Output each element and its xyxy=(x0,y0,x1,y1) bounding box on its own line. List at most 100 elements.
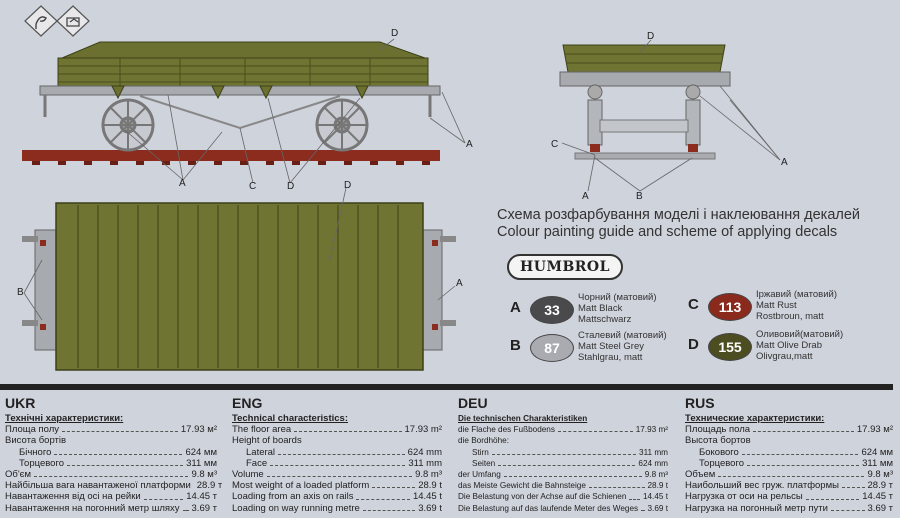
paint-swatch: 155 xyxy=(708,333,752,361)
spec-label: Навантаження на погонний метр шляху xyxy=(5,502,180,514)
spec-label: Нагрузка от оси на рельсы xyxy=(685,491,803,503)
spec-value: 311 mm xyxy=(408,457,442,469)
spec-row: The floor area 17.93 m² xyxy=(232,424,442,435)
spec-value: 3.69 t xyxy=(647,503,669,513)
spec-label: die Flache des Fußbodens xyxy=(458,425,555,435)
paint-name-eng: Matt Black xyxy=(578,303,623,314)
paint-name-deu: Olivgrau,matt xyxy=(756,351,813,362)
spec-value: 624 mm xyxy=(407,446,442,458)
callout-b-top: B xyxy=(17,287,24,298)
spec-leader xyxy=(270,458,406,467)
callout-a-top: A xyxy=(456,278,463,289)
guide-title-eng: Colour painting guide and scheme of appl… xyxy=(497,224,838,240)
spec-leader xyxy=(266,469,413,478)
spec-label: Seiten xyxy=(472,458,496,468)
spec-value: 17.93 m² xyxy=(635,425,668,435)
spec-row: Объем 9.8 м³ xyxy=(685,469,893,480)
specs-heading: Технічні характеристики: xyxy=(5,413,124,424)
spec-value: 14.45 т xyxy=(186,491,217,503)
spec-label: Face xyxy=(246,457,268,469)
paint-name-ukr: Сталевий (матовий) xyxy=(578,330,667,341)
spec-value: 17.93 м² xyxy=(180,424,217,436)
spec-label: Бічного xyxy=(19,446,52,458)
paint-name-deu: Rostbroun, matt xyxy=(756,311,824,322)
guide-title-ukr: Схема розфарбування моделі і наклеювання… xyxy=(497,207,861,223)
paint-name-eng: Matt Steel Grey xyxy=(578,341,644,352)
spec-leader xyxy=(62,424,178,433)
spec-leader xyxy=(34,469,189,478)
spec-value: 624 мм xyxy=(185,446,217,458)
spec-label: Объем xyxy=(685,469,716,481)
painting-diagram xyxy=(22,5,781,371)
wagon-side-view xyxy=(22,41,441,165)
spec-leader xyxy=(294,424,402,433)
spec-leader xyxy=(498,458,636,467)
bend-symbol-icon xyxy=(56,5,90,37)
callout-d-side: D xyxy=(391,28,399,39)
wagon-end-view xyxy=(559,44,731,160)
spec-label: das Meiste Gewicht die Bahnsteige xyxy=(458,481,586,491)
spec-value: 17.93 m² xyxy=(404,424,443,436)
paint-swatch: 87 xyxy=(530,334,574,362)
spec-label: der Umfang xyxy=(458,470,501,480)
spec-row: Площа полу 17.93 м² xyxy=(5,424,217,435)
spec-row: Loading on way running metre 3.69 t xyxy=(232,503,442,514)
lang-heading: DEU xyxy=(458,395,488,411)
spec-leader xyxy=(67,458,184,467)
spec-row: Торцевого 311 мм xyxy=(685,458,893,469)
spec-label: Высота бортов xyxy=(685,435,751,447)
spec-leader xyxy=(372,480,416,489)
spec-label: Торцевого xyxy=(699,457,745,469)
spec-label: Площадь пола xyxy=(685,424,751,436)
specs-heading: Технические характеристики: xyxy=(685,413,825,424)
paint-letter: B xyxy=(510,337,521,354)
spec-label: Height of boards xyxy=(232,435,302,447)
spec-value: 624 mm xyxy=(638,458,668,468)
spec-row: Height of boards xyxy=(232,435,442,446)
spec-value: 14.45 t xyxy=(412,491,442,503)
callout-c-side: C xyxy=(249,181,257,192)
spec-label: Висота бортів xyxy=(5,435,67,447)
spec-label: Loading from an axis on rails xyxy=(232,491,354,503)
spec-label: Lateral xyxy=(246,446,276,458)
spec-label: Die Belastung auf das laufende Meter des… xyxy=(458,503,639,513)
specs-ukr: UKR Технічні характеристики: Площа полу 1… xyxy=(5,395,222,514)
specs-rows: die Flache des Fußbodens 17.93 m² die Bord… xyxy=(458,424,668,514)
specs-deu: DEU Die technischen Charakteristiken die… xyxy=(458,396,668,514)
spec-leader xyxy=(741,447,859,455)
spec-label: die Bordhöhe: xyxy=(458,436,509,446)
spec-row: die Bordhöhe: xyxy=(458,435,668,446)
paint-names: Іржавий (матовий) Matt Rust Rostbroun, m… xyxy=(756,289,837,322)
spec-leader xyxy=(557,424,633,433)
spec-value: 3.69 т xyxy=(867,502,893,514)
callout-a-side: A xyxy=(179,178,186,189)
spec-label: Loading on way running metre xyxy=(232,502,360,514)
spec-row: Lateral 624 mm xyxy=(232,447,442,458)
spec-row: Loading from an axis on rails 14.45 t xyxy=(232,491,442,502)
spec-value: 28.9 т xyxy=(867,480,893,492)
spec-value: 9.8 м³ xyxy=(867,469,893,481)
paint-letter: C xyxy=(688,296,699,313)
spec-row: Die Belastung auf das laufende Meter des… xyxy=(458,503,668,514)
symbol-icons xyxy=(24,5,90,37)
spec-value: 311 мм xyxy=(862,457,893,469)
guide-title: Схема розфарбування моделі і наклеювання… xyxy=(497,207,860,241)
spec-label: Площа полу xyxy=(5,424,60,436)
spec-row: Высота бортов xyxy=(685,435,893,446)
lang-heading: RUS xyxy=(685,395,715,411)
spec-label: Об'єм xyxy=(5,469,32,481)
spec-leader xyxy=(841,480,865,489)
lang-heading: UKR xyxy=(5,395,36,411)
spec-value: 3.69 т xyxy=(191,502,217,514)
spec-value: 3.69 t xyxy=(418,502,442,514)
specs-heading: Technical characteristics: xyxy=(232,413,348,424)
spec-label: The floor area xyxy=(232,424,292,436)
